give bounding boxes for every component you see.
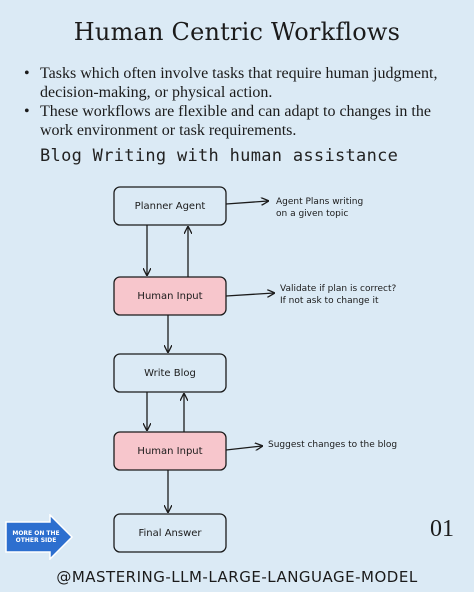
note-line: on a given topic	[276, 209, 348, 219]
badge-text: MORE ON THE OTHER SIDE	[8, 530, 64, 544]
node-label: Planner Agent	[135, 201, 206, 212]
note-line: Agent Plans writing	[276, 197, 363, 207]
bullet-icon: •	[24, 103, 30, 120]
arrow-right	[225, 446, 262, 450]
more-on-other-side-badge[interactable]: MORE ON THE OTHER SIDE	[4, 514, 74, 560]
note-validate-plan: Validate if plan is correct? If not ask …	[280, 284, 397, 306]
badge-line: MORE ON THE	[12, 530, 60, 537]
bullet-item: • Tasks which often involve tasks that r…	[24, 64, 464, 102]
node-box	[113, 186, 227, 226]
bullet-text: Tasks which often involve tasks that req…	[40, 65, 438, 101]
arrow-right	[225, 201, 268, 204]
node-label: Human Input	[137, 291, 202, 302]
note-line: Validate if plan is correct?	[280, 284, 397, 294]
footer-handle: @MASTERING-LLM-LARGE-LANGUAGE-MODEL	[56, 568, 418, 586]
note-suggest-changes: Suggest changes to the blog	[268, 440, 397, 450]
page-title: Human Centric Workflows	[73, 18, 401, 46]
arrow-right-icon	[5, 514, 74, 560]
note-line: Suggest changes to the blog	[268, 440, 397, 450]
note-line: If not ask to change it	[280, 296, 379, 306]
node-box	[113, 513, 227, 553]
bullet-item: • These workflows are flexible and can a…	[24, 102, 464, 140]
bullet-icon: •	[24, 65, 30, 82]
node-label: Final Answer	[138, 528, 202, 539]
node-label: Write Blog	[144, 368, 196, 379]
diagram-title: Blog Writing with human assistance	[40, 146, 399, 166]
node-human-input-1: Human Input	[113, 276, 227, 316]
node-label: Human Input	[137, 446, 202, 457]
bullet-text: These workflows are flexible and can ada…	[40, 103, 431, 139]
badge-line: OTHER SIDE	[15, 537, 57, 544]
node-planner-agent: Planner Agent	[113, 186, 227, 226]
node-box	[113, 431, 227, 471]
page-number: 01	[430, 516, 454, 542]
node-human-input-2: Human Input	[113, 431, 227, 471]
node-final-answer: Final Answer	[113, 513, 227, 553]
arrow-right	[225, 293, 274, 296]
note-agent-plans: Agent Plans writing on a given topic	[276, 197, 363, 219]
node-box	[113, 353, 227, 393]
bullet-list: • Tasks which often involve tasks that r…	[24, 64, 464, 140]
node-write-blog: Write Blog	[113, 353, 227, 393]
